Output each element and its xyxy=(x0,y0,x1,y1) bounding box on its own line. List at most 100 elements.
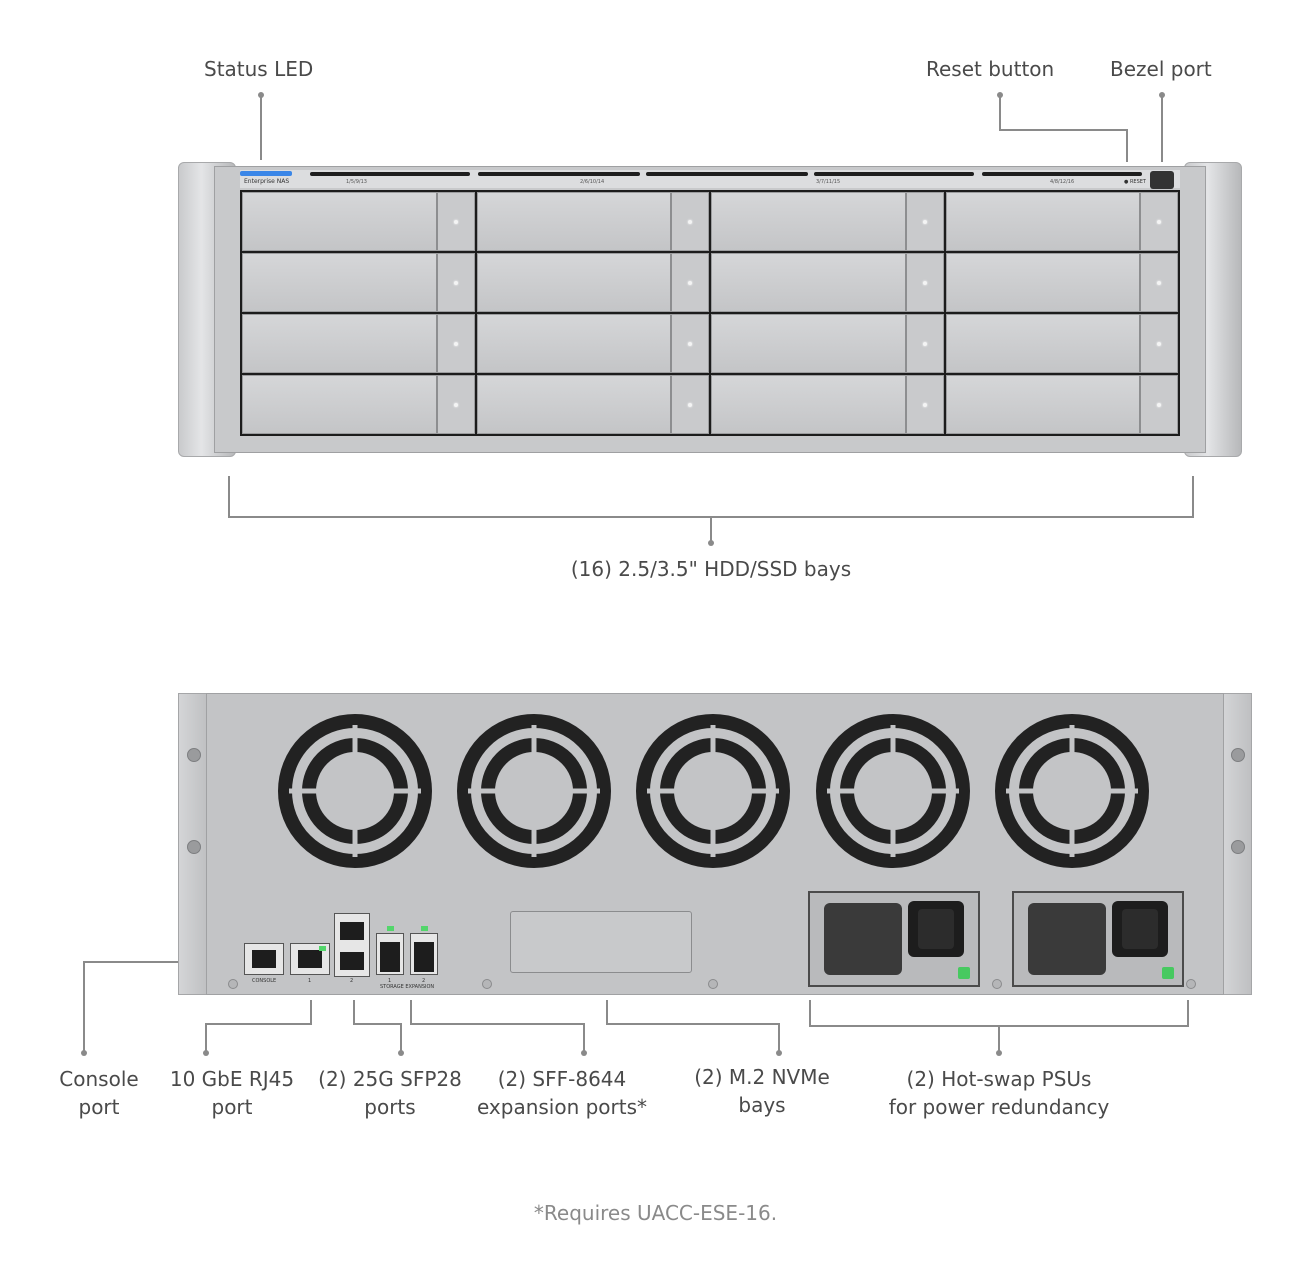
sff8644-port[interactable] xyxy=(376,933,404,975)
power-socket-pins xyxy=(1122,909,1158,949)
nas-rear-panel: CONSOLE 1 2 STORAGE EXPANSION 1 2 xyxy=(178,693,1252,995)
sff8644-port[interactable] xyxy=(410,933,438,975)
bay-led xyxy=(922,219,927,224)
psu-label: (2) Hot-swap PSUs for power redundancy xyxy=(874,1065,1124,1121)
bay-map-1: 1/5/9/13 xyxy=(346,179,367,185)
status-led-label: Status LED xyxy=(204,57,314,81)
chassis-screw xyxy=(992,979,1002,989)
drive-bay[interactable] xyxy=(711,192,944,251)
drive-bay[interactable] xyxy=(476,375,709,434)
rail-screw xyxy=(1231,748,1245,762)
bay-led xyxy=(453,219,458,224)
bay-led xyxy=(688,341,692,346)
drive-bay[interactable] xyxy=(476,253,709,312)
drive-bay[interactable] xyxy=(242,314,475,373)
status-led xyxy=(240,171,292,176)
drive-bay[interactable] xyxy=(945,192,1178,251)
fan-icon xyxy=(636,714,790,868)
drive-bay[interactable] xyxy=(945,253,1178,312)
psu-fan-icon xyxy=(824,903,902,975)
reset-button[interactable]: ● RESET xyxy=(1124,179,1146,185)
psu-2[interactable] xyxy=(1012,891,1184,987)
rj45-port-label: 10 GbE RJ45 port xyxy=(162,1065,302,1121)
brand-text: Enterprise NAS xyxy=(244,178,290,185)
fan-grille xyxy=(635,713,791,869)
sfp28-port-cage xyxy=(334,913,370,977)
sff8644-led xyxy=(421,926,428,931)
rear-rail-left xyxy=(178,693,208,995)
drive-bay[interactable] xyxy=(945,314,1178,373)
psu-1[interactable] xyxy=(808,891,980,987)
power-socket[interactable] xyxy=(1112,901,1168,957)
drive-bay[interactable] xyxy=(242,253,475,312)
bay-led xyxy=(688,219,692,224)
m2-bays-label-line2: bays xyxy=(738,1093,786,1117)
reset-button-label: Reset button xyxy=(926,57,1055,81)
bay-led xyxy=(922,280,927,285)
sfp28-port-number: 2 xyxy=(350,978,354,984)
m2-nvme-bay-cover[interactable] xyxy=(510,911,692,973)
psu-status-led xyxy=(1162,967,1174,979)
fan-grille xyxy=(456,713,612,869)
fan-grille xyxy=(815,713,971,869)
console-port-label: Console port xyxy=(44,1065,154,1121)
drive-bay[interactable] xyxy=(711,314,944,373)
fan-icon xyxy=(816,714,970,868)
sfp28-port[interactable] xyxy=(340,922,364,940)
console-port-label-line1: Console xyxy=(59,1067,139,1091)
drive-bay[interactable] xyxy=(476,192,709,251)
sff8644-port-socket xyxy=(380,942,400,972)
rail-screw xyxy=(1231,840,1245,854)
rear-rail-right xyxy=(1222,693,1252,995)
fan-icon xyxy=(457,714,611,868)
drive-bay[interactable] xyxy=(242,192,475,251)
drive-bay[interactable] xyxy=(242,375,475,434)
rail-screw xyxy=(187,840,201,854)
drive-bay[interactable] xyxy=(476,314,709,373)
fan-icon xyxy=(995,714,1149,868)
m2-bays-label-line1: (2) M.2 NVMe xyxy=(694,1065,830,1089)
bay-map-3: 3/7/11/15 xyxy=(816,179,841,185)
bay-led xyxy=(922,402,927,407)
drive-bay[interactable] xyxy=(945,375,1178,434)
sff8644-ports-label-line2: expansion ports* xyxy=(476,1095,648,1119)
bay-led xyxy=(688,402,692,407)
fan-grille xyxy=(277,713,433,869)
bezel-port[interactable] xyxy=(1150,171,1174,189)
drive-bays-label: (16) 2.5/3.5" HDD/SSD bays xyxy=(570,557,852,581)
power-socket-pins xyxy=(918,909,954,949)
front-slot-line xyxy=(814,172,974,176)
front-slot-line xyxy=(310,172,470,176)
bay-led xyxy=(453,402,458,407)
sfp28-port[interactable] xyxy=(340,952,364,970)
bay-led xyxy=(453,280,458,285)
rj45-link-led xyxy=(319,946,326,951)
rail-screw xyxy=(187,748,201,762)
rj45-port-socket xyxy=(298,950,322,968)
psu-label-line1: (2) Hot-swap PSUs xyxy=(906,1067,1092,1091)
bay-led xyxy=(688,280,692,285)
rj45-port-label-line2: port xyxy=(211,1095,253,1119)
front-slot-line xyxy=(478,172,640,176)
console-caption: CONSOLE xyxy=(252,978,277,984)
psu-status-led xyxy=(958,967,970,979)
power-socket[interactable] xyxy=(908,901,964,957)
sff8644-port-number: 1 xyxy=(388,978,392,984)
rj45-port-label-line1: 10 GbE RJ45 xyxy=(169,1067,295,1091)
chassis-screw xyxy=(1186,979,1196,989)
sfp28-ports-label-line2: ports xyxy=(364,1095,416,1119)
storage-expansion-caption: STORAGE EXPANSION xyxy=(380,984,435,990)
psu-fan-icon xyxy=(1028,903,1106,975)
drive-bay-grid xyxy=(240,190,1180,436)
front-slot-line xyxy=(982,172,1142,176)
bay-led xyxy=(1157,280,1161,285)
drive-bay[interactable] xyxy=(711,375,944,434)
console-port[interactable] xyxy=(244,943,284,975)
sff8644-port-socket xyxy=(414,942,434,972)
drive-bay[interactable] xyxy=(711,253,944,312)
bay-led xyxy=(1157,219,1161,224)
rj45-port[interactable] xyxy=(290,943,330,975)
sff8644-ports-label: (2) SFF-8644 expansion ports* xyxy=(472,1065,652,1121)
console-port-label-line2: port xyxy=(78,1095,120,1119)
chassis-screw xyxy=(708,979,718,989)
